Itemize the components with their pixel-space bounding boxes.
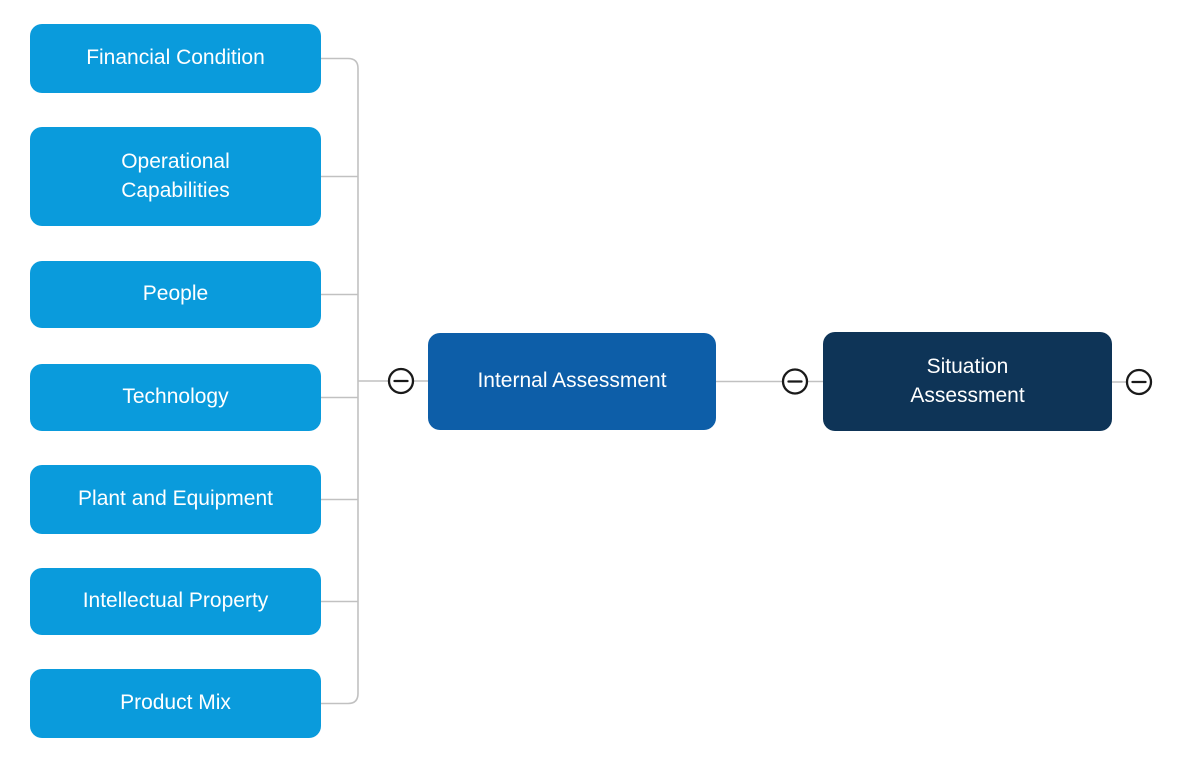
collapse-toggle-situation-right[interactable]	[1125, 368, 1153, 396]
topic-label: Internal Assessment	[477, 369, 667, 393]
topic-situation-assessment[interactable]: Situation Assessment	[823, 332, 1112, 431]
topic-intellectual-property[interactable]: Intellectual Property	[30, 568, 321, 635]
collapse-toggle-internal-assessment[interactable]	[387, 367, 415, 395]
topic-internal-assessment[interactable]: Internal Assessment	[428, 333, 716, 430]
topic-label: Situation Assessment	[910, 354, 1025, 407]
collapse-toggle-situation-left[interactable]	[781, 368, 809, 395]
topic-operational-capabilities[interactable]: Operational Capabilities	[30, 127, 321, 226]
topic-label: Operational Capabilities	[121, 149, 230, 202]
topic-people[interactable]: People	[30, 261, 321, 328]
topic-label: Product Mix	[120, 691, 231, 715]
topic-label: Technology	[122, 385, 229, 409]
topic-plant-and-equipment[interactable]: Plant and Equipment	[30, 465, 321, 534]
topic-financial-condition[interactable]: Financial Condition	[30, 24, 321, 93]
topic-label: Financial Condition	[86, 46, 265, 70]
topic-label: Intellectual Property	[82, 589, 269, 613]
topic-label: Plant and Equipment	[78, 487, 273, 511]
topic-label: People	[142, 282, 209, 306]
topic-product-mix[interactable]: Product Mix	[30, 669, 321, 738]
subtopic-bracket-connector	[321, 57, 359, 705]
topic-technology[interactable]: Technology	[30, 364, 321, 431]
